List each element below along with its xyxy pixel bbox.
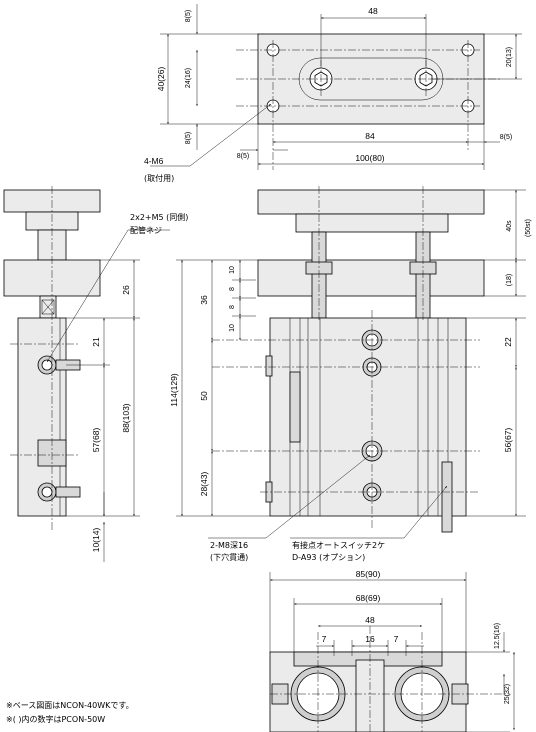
dim-10-14: 10(14) [91,528,101,553]
note-auto-switch: 有接点オートスイッチ2ケ [292,540,385,550]
bottom-view: 85(90) 68(69) 48 7 16 7 12.5(16) 25(32) [269,569,515,732]
dim-20-13: 20(13) [506,47,513,67]
dim-8-5-left: 8(5) [237,153,249,160]
dim-40-26: 40(26) [156,67,166,92]
dim-26: 26 [121,285,131,295]
dim-8-5-bottom: 8(5) [185,132,192,144]
dim-36: 36 [199,295,209,305]
dim-68-69: 68(69) [356,593,381,603]
top-view: 48 20(13) 40(26) 8(5) 24(16) 8(5) 84 8(5… [144,4,522,183]
dim-24-16: 24(16) [185,68,192,88]
note-m8-depth: 2-M8深16 [210,541,248,550]
dim-85-90: 85(90) [356,569,381,579]
dim-7-right: 7 [394,634,399,644]
dim-48-bottom: 48 [365,615,375,625]
dim-8-5-right: 8(5) [500,134,512,141]
dim-88-103: 88(103) [121,403,131,432]
dim-10-b: 10 [229,324,236,332]
footnote-parentheses: ※( )内の数字はPCON-50W [6,714,105,724]
auto-switch-lower [441,461,453,533]
side-view: 26 21 57(68) 88(103) 10(14) 2x2+M5 (同側) … [3,186,188,562]
footnotes: ※ベース図面はNCON-40WKです。 ※( )内の数字はPCON-50W [6,701,134,724]
front-top-plate [257,189,485,215]
side-cylinder-body [17,317,67,517]
note-mounting: (取付用) [144,173,174,183]
dim-50: 50 [199,391,209,401]
dim-114-129: 114(129) [169,373,179,407]
dim-50st: (50st) [525,219,532,237]
note-switch-model: D-A93 (オプション) [292,553,365,562]
note-m8-through: (下穴貫通) [210,552,248,562]
dim-40s: 40s [506,220,513,232]
dim-100-80: 100(80) [355,153,384,163]
dim-57-68: 57(68) [91,428,101,453]
note-pipe-thread: 配管ネジ [130,225,162,235]
dim-8-5-top: 8(5) [185,10,192,22]
dim-8-a: 8 [229,287,236,291]
note-port-thread: 2x2+M5 (同側) [130,212,188,222]
dim-48-top: 48 [368,6,378,16]
dim-84: 84 [365,131,375,141]
front-cylinder-body [269,317,467,517]
front-guide-block [257,259,485,297]
auto-switch-upper [289,371,301,443]
dim-10-a: 10 [229,266,236,274]
dim-28-43: 28(43) [199,472,209,497]
dim-18: (18) [506,274,513,286]
dim-16: 16 [365,634,375,644]
dim-56-67: 56(67) [503,428,513,453]
dim-12-5-16: 12.5(16) [494,623,501,649]
note-4m6: 4-M6 [144,156,164,166]
dim-7-left: 7 [322,634,327,644]
dim-8-b: 8 [229,305,236,309]
dim-22: 22 [503,337,513,347]
front-view: 40s (50st) (18) 22 56(67) 114(129) 36 50… [169,186,532,562]
dim-21: 21 [91,337,101,347]
dim-25-32: 25(32) [504,684,511,704]
footnote-base-drawing: ※ベース図面はNCON-40WKです。 [6,701,134,710]
